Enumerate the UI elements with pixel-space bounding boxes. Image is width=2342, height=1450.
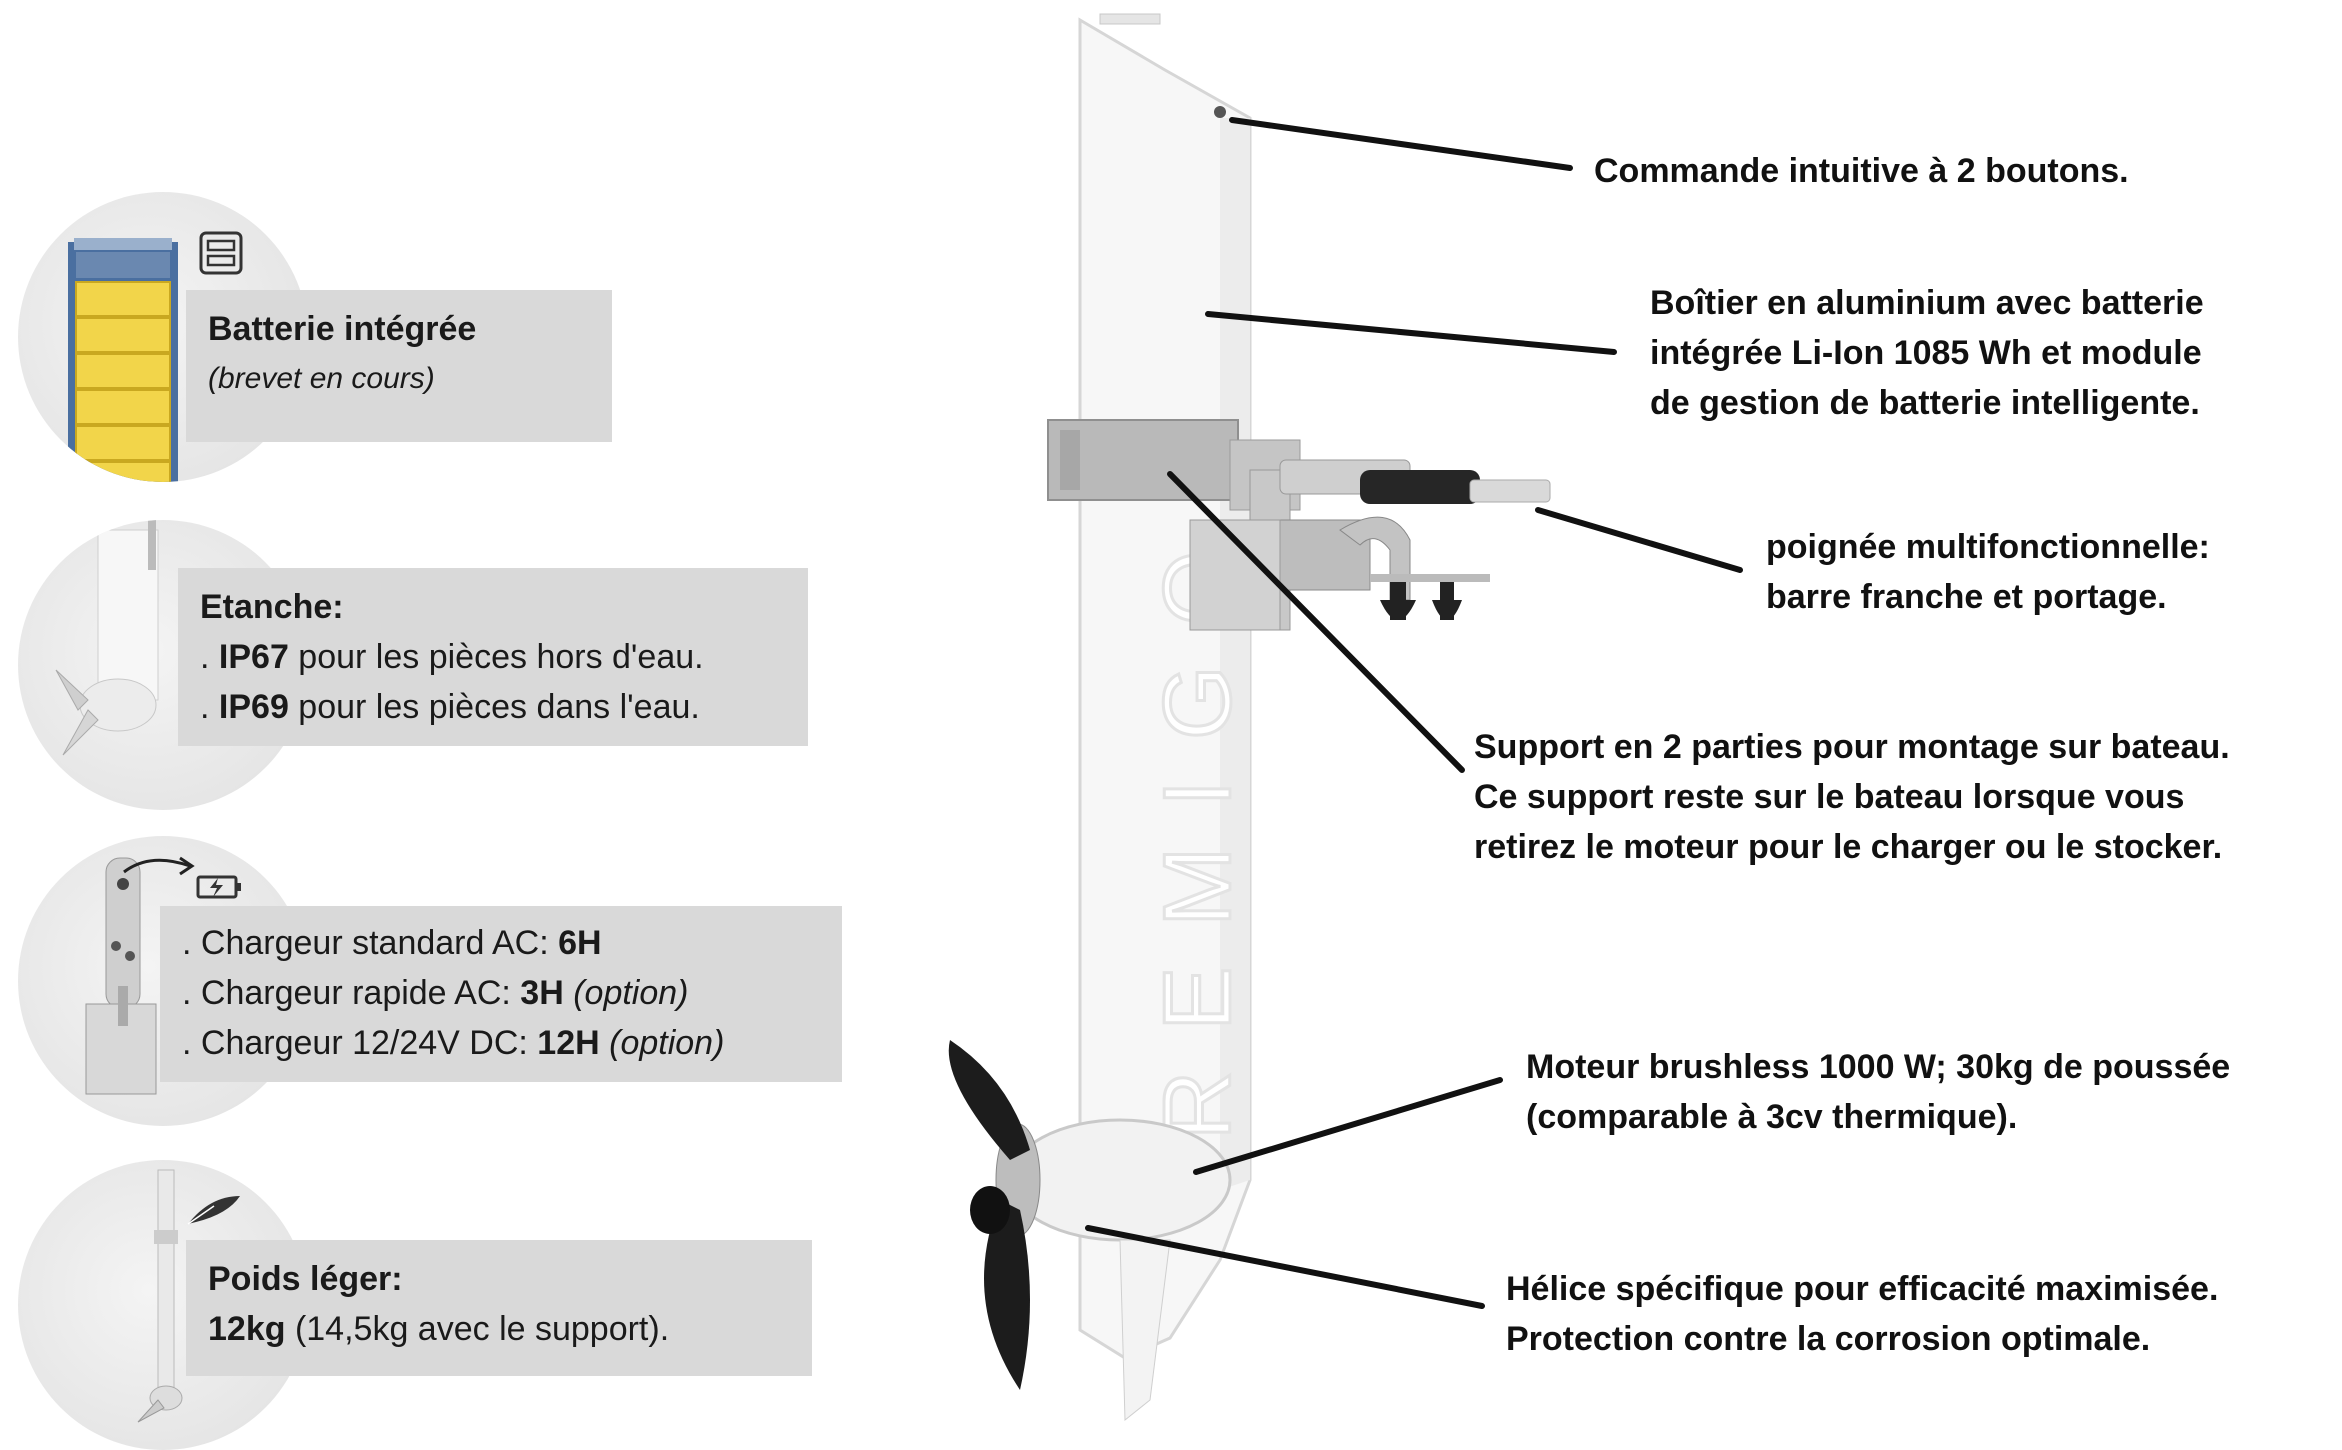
- waterproof-line-ip69: . IP69 pour les pièces dans l'eau.: [200, 688, 700, 726]
- charger-fast-line: . Chargeur rapide AC: 3H (option): [182, 974, 689, 1012]
- battery-feature-box: Batterie intégrée (brevet en cours): [186, 290, 612, 442]
- battery-cells-image: [68, 238, 178, 482]
- charging-arrow-icon: [120, 852, 200, 886]
- feather-icon: [184, 1192, 244, 1228]
- leader-housing: [1205, 311, 1617, 355]
- leader-motor: [1193, 1077, 1503, 1175]
- leader-propeller: [1085, 1225, 1485, 1309]
- leader-controls: [1229, 117, 1573, 171]
- leader-mount: [1167, 471, 1465, 773]
- motor-silhouette-image: [137, 1169, 183, 1423]
- callout-handle: poignée multifonctionnelle: barre franch…: [1766, 528, 2210, 616]
- weight-feature-circle: [18, 1160, 308, 1450]
- callout-mount: Support en 2 parties pour montage sur ba…: [1474, 728, 2230, 866]
- leader-handle: [1535, 507, 1743, 573]
- weight-title: Poids léger:: [208, 1260, 403, 1298]
- weight-value-line: 12kg (14,5kg avec le support).: [208, 1310, 670, 1348]
- callout-propeller: Hélice spécifique pour efficacité maximi…: [1506, 1270, 2219, 1358]
- charger-dc-line: . Chargeur 12/24V DC: 12H (option): [182, 1024, 725, 1062]
- charging-feature-box: . Chargeur standard AC: 6H . Chargeur ra…: [160, 906, 842, 1082]
- waterproof-feature-box: Etanche: . IP67 pour les pièces hors d'e…: [178, 568, 808, 746]
- charger-standard-line: . Chargeur standard AC: 6H: [182, 924, 602, 962]
- callout-controls: Commande intuitive à 2 boutons.: [1594, 152, 2129, 190]
- waterproof-title: Etanche:: [200, 588, 344, 626]
- charging-port-image: [85, 857, 157, 1095]
- weight-feature-box: Poids léger: 12kg (14,5kg avec le suppor…: [186, 1240, 812, 1376]
- outboard-motor-image: REMIGO: [948, 13, 1551, 1422]
- callout-housing: Boîtier en aluminium avec batterie intég…: [1650, 284, 2204, 422]
- battery-title: Batterie intégrée: [208, 310, 477, 348]
- callout-motor: Moteur brushless 1000 W; 30kg de poussée…: [1526, 1048, 2231, 1136]
- propeller-shaft-image: [55, 520, 159, 756]
- battery-module-icon: [198, 230, 244, 276]
- battery-subtitle: (brevet en cours): [208, 362, 435, 395]
- charging-battery-icon: [196, 872, 244, 902]
- waterproof-line-ip67: . IP67 pour les pièces hors d'eau.: [200, 638, 704, 676]
